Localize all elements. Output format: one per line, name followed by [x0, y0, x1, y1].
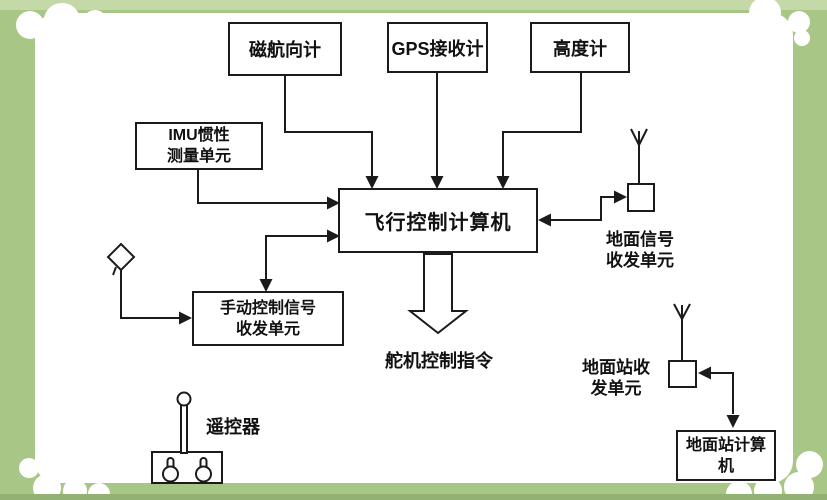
box-ground-station-unit — [668, 360, 697, 388]
box-label-line1: IMU惯性 — [168, 127, 230, 144]
remote-controller-icon — [151, 391, 223, 484]
box-label-line2: 机 — [717, 457, 734, 475]
box-label-line1: 地面站计算 — [685, 436, 766, 454]
connector-gps-to-flight — [430, 71, 444, 189]
box-gps-receiver: GPS接收计 — [387, 22, 488, 73]
box-label-line1: 手动控制信号 — [219, 299, 316, 317]
connector-flight-manual-bidirectional — [259, 229, 340, 292]
cloud-puff — [788, 11, 810, 33]
connector-gstation-gcomputer-bidirectional — [698, 366, 740, 428]
arrowhead-down-icon — [430, 176, 444, 189]
box-flight-control-computer: 飞行控制计算机 — [338, 188, 538, 253]
arrowhead-down-icon — [365, 176, 379, 189]
arrowhead-right-icon — [327, 196, 340, 210]
box-label-line2: 测量单元 — [166, 148, 231, 165]
box-ground-station-computer: 地面站计算 机 — [676, 430, 776, 481]
remote-controller-label: 遥控器 — [206, 417, 260, 437]
connector-imu-to-flight — [197, 168, 340, 210]
box-magnetic-compass: 磁航向计 — [228, 22, 342, 76]
arrowhead-left-icon — [698, 366, 711, 380]
connector-flight-groundsignal-bidirectional — [538, 190, 627, 227]
connector-altimeter-to-flight — [496, 71, 582, 189]
label-line1: 地面信号 — [606, 230, 674, 249]
bottom-stripe — [0, 494, 827, 500]
servo-command-hollow-arrow — [407, 253, 469, 335]
top-stripe — [0, 0, 827, 10]
box-label-line2: 收发单元 — [235, 320, 300, 338]
connector-antenna-to-manual — [120, 270, 192, 325]
box-label: 磁航向计 — [249, 40, 321, 60]
arrowhead-right-icon — [614, 190, 627, 204]
box-label: GPS接收计 — [391, 38, 484, 59]
box-manual-control-unit: 手动控制信号 收发单元 — [192, 291, 344, 346]
box-label: 飞行控制计算机 — [364, 212, 512, 234]
box-ground-signal-unit — [627, 183, 655, 212]
connector-magnetic-to-flight — [284, 76, 379, 189]
antenna-icon — [673, 303, 691, 360]
antenna-icon — [630, 128, 648, 183]
box-label: 高度计 — [553, 38, 607, 59]
ground-station-unit-label: 地面站收 发单元 — [570, 357, 662, 399]
label-line2: 收发单元 — [606, 251, 674, 270]
cloud-puff — [19, 458, 39, 478]
ground-signal-unit-label: 地面信号 收发单元 — [594, 229, 686, 271]
cloud-puff — [794, 30, 810, 46]
label-line2: 发单元 — [590, 379, 642, 398]
arrowhead-down-icon — [259, 279, 273, 292]
label-line1: 地面站收 — [582, 358, 650, 377]
arrowhead-down-icon — [726, 415, 740, 428]
box-altimeter: 高度计 — [530, 22, 630, 73]
arrowhead-left-icon — [538, 213, 551, 227]
arrowhead-right-icon — [179, 311, 192, 325]
arrowhead-down-icon — [496, 176, 510, 189]
servo-command-label: 舵机控制指令 — [385, 351, 493, 371]
box-imu-unit: IMU惯性 测量单元 — [135, 122, 263, 170]
arrowhead-right-icon — [327, 229, 340, 243]
